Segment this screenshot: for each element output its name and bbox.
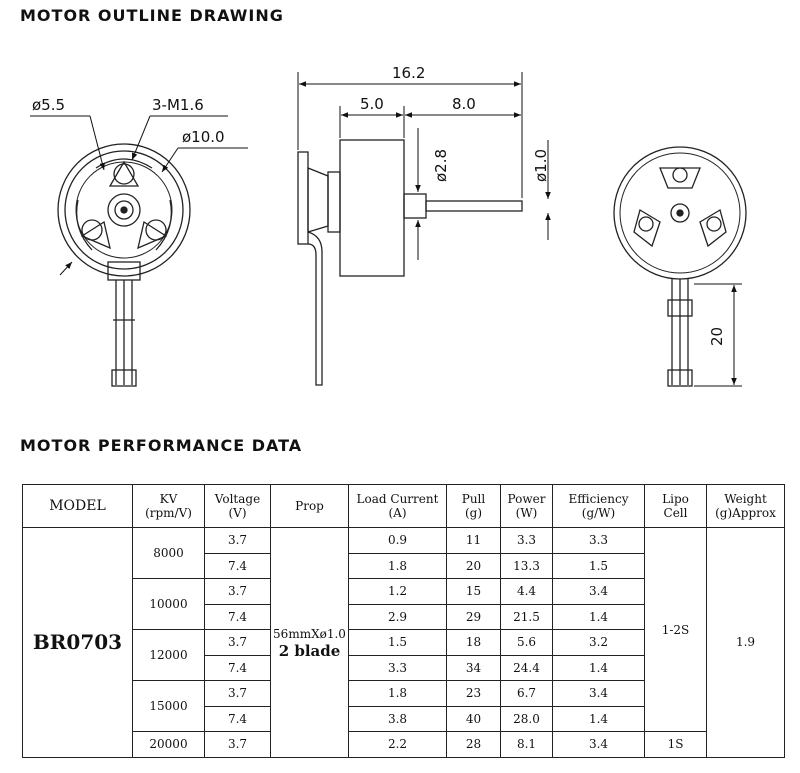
pull-cell: 23 bbox=[446, 680, 501, 707]
power-cell: 8.1 bbox=[500, 731, 553, 758]
header-kv: KV(rpm/V) bbox=[132, 484, 205, 528]
current-cell: 0.9 bbox=[348, 527, 447, 554]
header-voltage: Voltage(V) bbox=[204, 484, 271, 528]
efficiency-cell: 3.3 bbox=[552, 527, 645, 554]
rear-view bbox=[613, 146, 747, 387]
power-cell: 13.3 bbox=[500, 552, 553, 579]
pull-cell: 40 bbox=[446, 705, 501, 732]
pull-cell: 18 bbox=[446, 629, 501, 656]
current-cell: 1.5 bbox=[348, 629, 447, 656]
current-cell: 1.8 bbox=[348, 680, 447, 707]
kv-cell: 12000 bbox=[132, 629, 205, 681]
current-cell: 1.2 bbox=[348, 578, 447, 605]
header-pull: Pull(g) bbox=[446, 484, 501, 528]
performance-section-title: MOTOR PERFORMANCE DATA bbox=[20, 436, 303, 455]
efficiency-cell: 3.2 bbox=[552, 629, 645, 656]
efficiency-cell: 1.4 bbox=[552, 654, 645, 681]
side-shaft-length-label: 8.0 bbox=[452, 95, 476, 113]
power-cell: 4.4 bbox=[500, 578, 553, 605]
efficiency-cell: 1.4 bbox=[552, 603, 645, 630]
kv-cell: 15000 bbox=[132, 680, 205, 732]
table-header-row: MODEL KV(rpm/V) Voltage(V) Prop Load Cur… bbox=[22, 484, 785, 528]
lipo-cell: 1-2S bbox=[644, 527, 707, 732]
pull-cell: 11 bbox=[446, 527, 501, 554]
efficiency-cell: 3.4 bbox=[552, 731, 645, 758]
prop-size: 56mmXø1.0 bbox=[273, 626, 346, 641]
header-model: MODEL bbox=[22, 484, 133, 528]
voltage-cell: 3.7 bbox=[204, 527, 271, 554]
voltage-cell: 3.7 bbox=[204, 629, 271, 656]
efficiency-cell: 1.4 bbox=[552, 705, 645, 732]
table-row: 7.4 1.8 20 13.3 1.5 bbox=[23, 552, 785, 579]
front-dia-body-label: ø10.0 bbox=[182, 128, 225, 146]
current-cell: 2.9 bbox=[348, 603, 447, 630]
header-load-current: Load Current(A) bbox=[348, 484, 447, 528]
power-cell: 6.7 bbox=[500, 680, 553, 707]
voltage-cell: 3.7 bbox=[204, 731, 271, 758]
front-view-dimensions bbox=[30, 115, 248, 276]
current-cell: 1.8 bbox=[348, 552, 447, 579]
kv-cell: 20000 bbox=[132, 731, 205, 758]
voltage-cell: 3.7 bbox=[204, 578, 271, 605]
current-cell: 3.3 bbox=[348, 654, 447, 681]
table-row: 12000 3.7 1.5 18 5.6 3.2 bbox=[23, 629, 785, 681]
table-row: 20000 3.7 2.2 28 8.1 3.4 1S bbox=[23, 731, 785, 758]
power-cell: 21.5 bbox=[500, 603, 553, 630]
side-view-dimensions bbox=[297, 72, 551, 260]
pull-cell: 29 bbox=[446, 603, 501, 630]
kv-cell: 8000 bbox=[132, 527, 205, 579]
current-cell: 2.2 bbox=[348, 731, 447, 758]
side-shaft-dia-label: ø1.0 bbox=[532, 149, 550, 182]
table-row: 15000 3.7 1.8 23 6.7 3.4 bbox=[23, 680, 785, 732]
prop-blade: 2 blade bbox=[278, 641, 341, 660]
voltage-cell: 7.4 bbox=[204, 654, 271, 681]
power-cell: 24.4 bbox=[500, 654, 553, 681]
side-total-length-label: 16.2 bbox=[392, 64, 425, 82]
voltage-cell: 7.4 bbox=[204, 603, 271, 630]
drawing-section-title: MOTOR OUTLINE DRAWING bbox=[20, 6, 284, 25]
header-power: Power(W) bbox=[500, 484, 553, 528]
power-cell: 3.3 bbox=[500, 527, 553, 554]
motor-outline-drawing: ø5.5 3-M1.6 ø10.0 16.2 5.0 8.0 ø2.8 ø1.0 bbox=[30, 64, 747, 387]
table-row: 7.4 2.9 29 21.5 1.4 bbox=[23, 603, 785, 630]
model-cell: BR0703 bbox=[22, 527, 133, 758]
header-weight: Weight(g)Approx bbox=[706, 484, 785, 528]
current-cell: 3.8 bbox=[348, 705, 447, 732]
lipo-cell-last: 1S bbox=[644, 731, 707, 758]
rear-lead-length-label: 20 bbox=[708, 327, 726, 346]
voltage-cell: 3.7 bbox=[204, 680, 271, 707]
kv-cell: 10000 bbox=[132, 578, 205, 630]
front-dia-outer-label: ø5.5 bbox=[32, 96, 65, 114]
side-view bbox=[297, 139, 523, 386]
pull-cell: 15 bbox=[446, 578, 501, 605]
voltage-cell: 7.4 bbox=[204, 552, 271, 579]
power-cell: 28.0 bbox=[500, 705, 553, 732]
weight-cell: 1.9 bbox=[706, 527, 785, 758]
front-view bbox=[57, 143, 191, 387]
pull-cell: 34 bbox=[446, 654, 501, 681]
rear-view-dimensions bbox=[694, 283, 742, 387]
pull-cell: 20 bbox=[446, 552, 501, 579]
voltage-cell: 7.4 bbox=[204, 705, 271, 732]
efficiency-cell: 3.4 bbox=[552, 680, 645, 707]
performance-table: MODEL KV(rpm/V) Voltage(V) Prop Load Cur… bbox=[22, 484, 785, 758]
header-prop: Prop bbox=[270, 484, 349, 528]
pull-cell: 28 bbox=[446, 731, 501, 758]
header-efficiency: Efficiency(g/W) bbox=[552, 484, 645, 528]
efficiency-cell: 1.5 bbox=[552, 552, 645, 579]
power-cell: 5.6 bbox=[500, 629, 553, 656]
efficiency-cell: 3.4 bbox=[552, 578, 645, 605]
front-screws-label: 3-M1.6 bbox=[152, 96, 204, 114]
side-boss-dia-label: ø2.8 bbox=[432, 149, 450, 182]
side-body-length-label: 5.0 bbox=[360, 95, 384, 113]
